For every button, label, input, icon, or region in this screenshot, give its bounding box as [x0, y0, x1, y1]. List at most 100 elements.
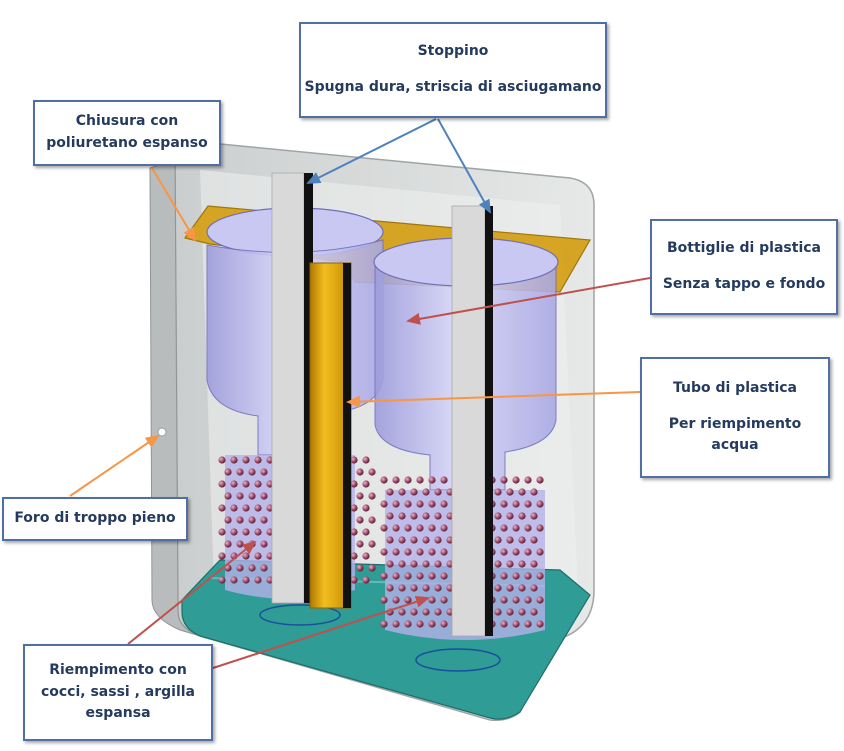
filler-bead	[512, 596, 520, 604]
filler-bead	[434, 488, 442, 496]
wick-left-edge	[304, 173, 313, 603]
filler-bead	[254, 480, 262, 488]
filler-bead	[392, 572, 400, 580]
filler-bead	[440, 620, 448, 628]
filler-bead	[530, 536, 538, 544]
filler-bead	[260, 564, 268, 572]
filler-bead	[380, 476, 388, 484]
label-foro-title: Foro di troppo pieno	[14, 510, 176, 527]
fill-tube	[309, 262, 352, 609]
filler-bead	[362, 480, 370, 488]
filler-bead	[530, 560, 538, 568]
arrow-bottiglie	[406, 277, 651, 325]
filler-bead	[260, 540, 268, 548]
arrow-foro	[69, 434, 160, 497]
label-riempimento-line3: espansa	[85, 705, 151, 722]
filler-bead	[434, 608, 442, 616]
water-ripple	[415, 648, 501, 672]
filler-bead	[386, 488, 394, 496]
filler-bead	[242, 528, 250, 536]
filler-bead	[218, 504, 226, 512]
filler-bead	[362, 504, 370, 512]
filler-bead	[494, 512, 502, 520]
filler-bead	[440, 548, 448, 556]
filler-bead	[500, 500, 508, 508]
filler-bead	[500, 620, 508, 628]
filler-bead	[428, 524, 436, 532]
filler-bead	[506, 488, 514, 496]
filler-bead	[230, 528, 238, 536]
filler-bead	[410, 584, 418, 592]
filler-bead	[530, 608, 538, 616]
filler-bead	[434, 536, 442, 544]
filler-bead	[410, 536, 418, 544]
filler-bead	[536, 524, 544, 532]
filler-bead	[518, 536, 526, 544]
filler-bead	[536, 548, 544, 556]
overflow-hole	[157, 427, 167, 437]
filler-bead	[506, 608, 514, 616]
filler-bead	[404, 572, 412, 580]
filler-bead	[404, 620, 412, 628]
filler-bead	[536, 572, 544, 580]
filler-bead	[518, 584, 526, 592]
filler-bead	[428, 596, 436, 604]
filler-bead	[440, 524, 448, 532]
filler-bead	[380, 620, 388, 628]
filler-bead	[404, 476, 412, 484]
filler-bead	[380, 524, 388, 532]
filler-bead	[218, 528, 226, 536]
filler-bead	[416, 572, 424, 580]
filler-bead	[398, 584, 406, 592]
filler-bead	[440, 596, 448, 604]
filler-bead	[386, 560, 394, 568]
filler-bead	[236, 540, 244, 548]
filler-bead	[428, 476, 436, 484]
water-ripple	[259, 604, 341, 626]
filler-bead	[494, 536, 502, 544]
filler-bead	[536, 620, 544, 628]
filler-bead	[224, 540, 232, 548]
filler-bead	[416, 548, 424, 556]
label-stoppino-subtitle: Spugna dura, striscia di asciugamano	[304, 79, 602, 95]
filler-bead	[512, 500, 520, 508]
filler-bead	[242, 504, 250, 512]
wick-left-face	[271, 172, 305, 604]
filler-bead	[440, 572, 448, 580]
filler-bead	[518, 512, 526, 520]
filler-bead	[524, 548, 532, 556]
filler-bead	[434, 584, 442, 592]
wick-left	[271, 172, 313, 604]
label-bottiglie: Bottiglie di plastica Senza tappo e fond…	[650, 219, 838, 315]
filler-bead	[494, 608, 502, 616]
filler-bead	[512, 476, 520, 484]
label-tubo-line1: Per riempimento	[668, 415, 802, 432]
filler-bead	[362, 576, 370, 584]
filler-bead	[536, 500, 544, 508]
label-chiusura-line2: poliuretano espanso	[46, 135, 208, 151]
filler-bead	[404, 596, 412, 604]
filler-bead	[254, 504, 262, 512]
filler-bead	[512, 620, 520, 628]
filler-bead	[524, 524, 532, 532]
filler-bead	[356, 516, 364, 524]
arrow-stoppino-right	[437, 118, 491, 214]
filler-bead	[350, 456, 358, 464]
filler-bead	[230, 504, 238, 512]
filler-bead	[380, 596, 388, 604]
filler-bead	[242, 480, 250, 488]
filler-bead	[254, 576, 262, 584]
filler-bead	[218, 552, 226, 560]
filler-bead	[416, 524, 424, 532]
filler-bead	[422, 608, 430, 616]
filler-bead	[404, 500, 412, 508]
filler-bead	[524, 500, 532, 508]
arrow-riempimento-right	[212, 596, 430, 669]
filler-bead	[218, 480, 226, 488]
filler-bead	[512, 572, 520, 580]
filler-bead	[422, 560, 430, 568]
filler-bead	[518, 488, 526, 496]
arrow-riempimento-left	[127, 540, 257, 645]
label-tubo: Tubo di plastica Per riempimento acqua	[640, 357, 830, 478]
filler-bead	[368, 516, 376, 524]
